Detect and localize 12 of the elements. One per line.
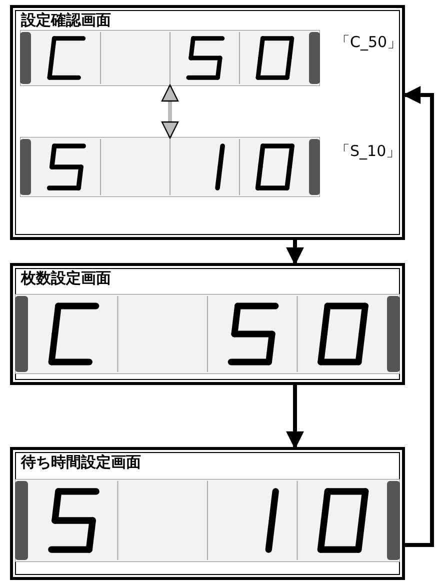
arrow — [403, 86, 434, 547]
screen-panel — [10, 5, 405, 240]
double-arrow — [161, 84, 179, 139]
panel-title: 待ち時間設定画面 — [21, 453, 141, 472]
arrow — [286, 240, 304, 265]
screen-panel — [10, 447, 405, 580]
display-caption: 「C_50」 — [335, 33, 402, 52]
arrow — [286, 385, 304, 449]
screen-panel — [10, 263, 405, 385]
panel-title: 設定確認画面 — [21, 11, 111, 30]
panel-title: 枚数設定画面 — [21, 269, 111, 288]
display-caption: 「S_10」 — [335, 142, 402, 161]
